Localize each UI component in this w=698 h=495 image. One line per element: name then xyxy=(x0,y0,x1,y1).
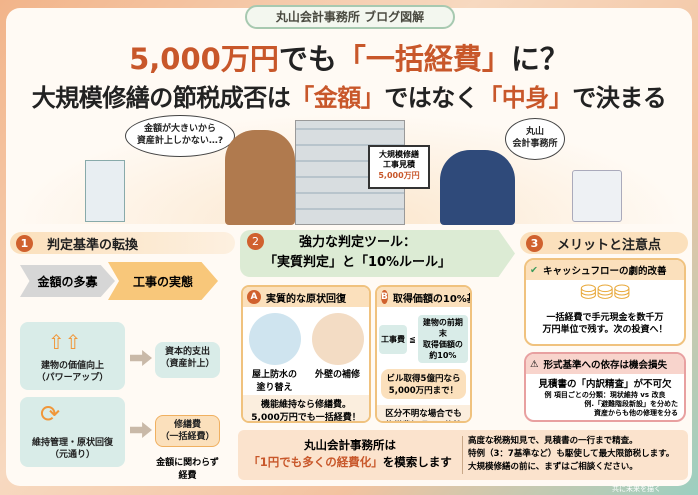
title-text: 大規模修繕の節税成否は xyxy=(31,84,291,112)
warning-example: 例 項目ごとの分類：現状維持 vs 改良 xyxy=(544,391,666,399)
chevron-amount: 金額の多寡 xyxy=(20,265,115,297)
title-line-1: 5,000万円でも「一括経費」に？ xyxy=(0,36,698,78)
panel-footer: 区分不明な場合でも 修繕費処理の可能性 xyxy=(377,405,470,421)
panel-footer: 機能維持なら修繕費。 5,000万円でも一括経費！ xyxy=(243,395,369,421)
section2-header xyxy=(240,230,515,277)
panel-a: A 実質的な原状回復 屋上防水の 塗り替え 外壁の補修 機能維持なら修繕費。 5,0… xyxy=(241,285,371,423)
example-callout: ビル取得5億円なら 5,000万円まで！ xyxy=(381,369,466,399)
title-accent: 「一括経費」 xyxy=(336,42,511,76)
section-title: メリットと注意点 xyxy=(557,237,662,253)
panel-letter: A xyxy=(247,290,261,304)
documents-calculator-icon xyxy=(572,170,622,222)
box-text: （元通り） xyxy=(49,450,95,461)
box-text: （パワーアップ） xyxy=(36,373,109,384)
repair-expense-box: 修繕費 （一括経費） xyxy=(155,415,220,447)
divider xyxy=(462,436,463,474)
panel-b: B 取得価額の10%基準 工事費≦建物の前期末 取得価額の 約10% ビル取得5億… xyxy=(375,285,472,423)
cycle-icon: ⟳ xyxy=(40,400,61,428)
step-number: 3 xyxy=(526,234,543,252)
up-arrows-icon: ⇧⇧ xyxy=(48,330,82,354)
merit-text: 一括経費で手元現金を数千万 万円単位で残す。次の投資へ！ xyxy=(542,313,668,336)
wall-repair-icon xyxy=(311,313,364,365)
box-text: 資本的支出 xyxy=(164,347,210,357)
banner-consultation-text: 高度な税務知見で、見積書の一行まで精査。 特例（3：7基準など）も駆使して最大限… xyxy=(468,436,675,472)
title-line-2: 大規模修繕の節税成否は「金額」ではなく「中身」で決まる xyxy=(0,78,698,113)
section1-header: 1 判定基準の転換 xyxy=(10,232,235,254)
box-text: 建物の価値向上 xyxy=(40,361,104,371)
blog-tag: 丸山会計事務所 ブログ図解 xyxy=(245,5,455,29)
step-number: 1 xyxy=(16,234,33,252)
chevron-work-reality: 工事の実態 xyxy=(108,262,218,300)
title-text: に？ xyxy=(510,42,569,76)
coins-growth-icon: ⛁⛁⛁ xyxy=(579,280,631,304)
title-accent: 「中身」 xyxy=(478,84,573,112)
item-label: 屋上防水の 塗り替え xyxy=(251,370,297,393)
item-label: 外壁の補修 xyxy=(314,370,360,380)
capital-expenditure-box: 資本的支出 （資産計上） xyxy=(155,342,220,378)
section-title: 「実質判定」と「10%ルール」 xyxy=(263,255,452,270)
title-text: ではなく xyxy=(384,84,479,112)
office-building-icon xyxy=(85,160,125,222)
box-text: （資産計上） xyxy=(160,359,215,370)
accountant-speech-bubble: 丸山 会計事務所 xyxy=(505,118,565,160)
upgrade-box: 建物の価値向上 （パワーアップ） xyxy=(20,322,125,390)
banner-line: を模索します xyxy=(382,455,452,469)
banner-message: 丸山会計事務所は「1円でも多くの経費化」を模索します xyxy=(240,437,460,471)
accountant-person xyxy=(440,150,515,225)
formula-rhs: 建物の前期末 取得価額の 約10% xyxy=(417,315,468,363)
title-amount: 5,000万円 xyxy=(129,42,279,76)
title-text: で決まる xyxy=(572,84,667,112)
merit-box: ✔ キャッシュフローの劇的改善 ⛁⛁⛁ 一括経費で手元現金を数千万 万円単位で残す… xyxy=(524,258,686,346)
box-text: 修繕費 xyxy=(173,420,201,430)
warning-box: ⚠ 形式基準への依存は機会損失 見積書の「内訳精査」が不可欠 例 項目ごとの分類：… xyxy=(524,352,686,422)
section3-header: 3 メリットと注意点 xyxy=(520,232,688,254)
maintenance-box: 維持管理・原状回復 （元通り） xyxy=(20,397,125,467)
section-title: 強力な判定ツール： xyxy=(298,235,416,250)
sign-amount: 5,000万円 xyxy=(378,170,420,180)
warning-icon: ⚠ xyxy=(530,358,539,370)
client-person xyxy=(225,130,295,225)
check-icon: ✔ xyxy=(530,264,538,276)
bottom-banner xyxy=(238,430,688,480)
sign-text: 大規模修繕 xyxy=(379,150,419,159)
section2-title: 強力な判定ツール： 「実質判定」と「10%ルール」 xyxy=(240,233,475,273)
warning-detail: 例.「避難階段新設」を分めた 資産からも他の修理を分る xyxy=(584,400,678,418)
footer-tagline: 共に未来を描く xyxy=(612,485,661,493)
title-accent: 「金額」 xyxy=(290,84,385,112)
warning-headline: 見積書の「内訳精査」が不可欠 xyxy=(538,379,672,390)
banner-accent: 「1円でも多くの経費化」 xyxy=(248,455,383,469)
roof-waterproof-icon xyxy=(248,313,301,365)
warning-title: 形式基準への依存は機会損失 xyxy=(543,360,668,371)
repair-note: 金額に関わらず 経費 xyxy=(156,458,219,481)
panel-letter: B xyxy=(381,290,388,304)
sign-text: 工事見積 xyxy=(383,160,415,170)
banner-line: 丸山会計事務所は xyxy=(304,438,396,452)
panel-title: 取得価額の10%基準 xyxy=(392,293,470,305)
step-number: 2 xyxy=(247,233,264,250)
formula-lhs: 工事費 xyxy=(379,324,407,354)
box-text: 維持管理・原状回復 xyxy=(31,438,113,448)
box-text: （一括経費） xyxy=(160,432,215,443)
formula-op: ≦ xyxy=(409,334,416,344)
merit-title: キャッシュフローの劇的改善 xyxy=(542,266,667,277)
title-text: でも xyxy=(278,42,337,76)
section-title: 判定基準の転換 xyxy=(47,237,139,253)
panel-title: 実質的な原状回復 xyxy=(266,293,346,305)
client-speech-bubble: 金額が大きいから 資産計上しかない…? xyxy=(125,115,235,157)
